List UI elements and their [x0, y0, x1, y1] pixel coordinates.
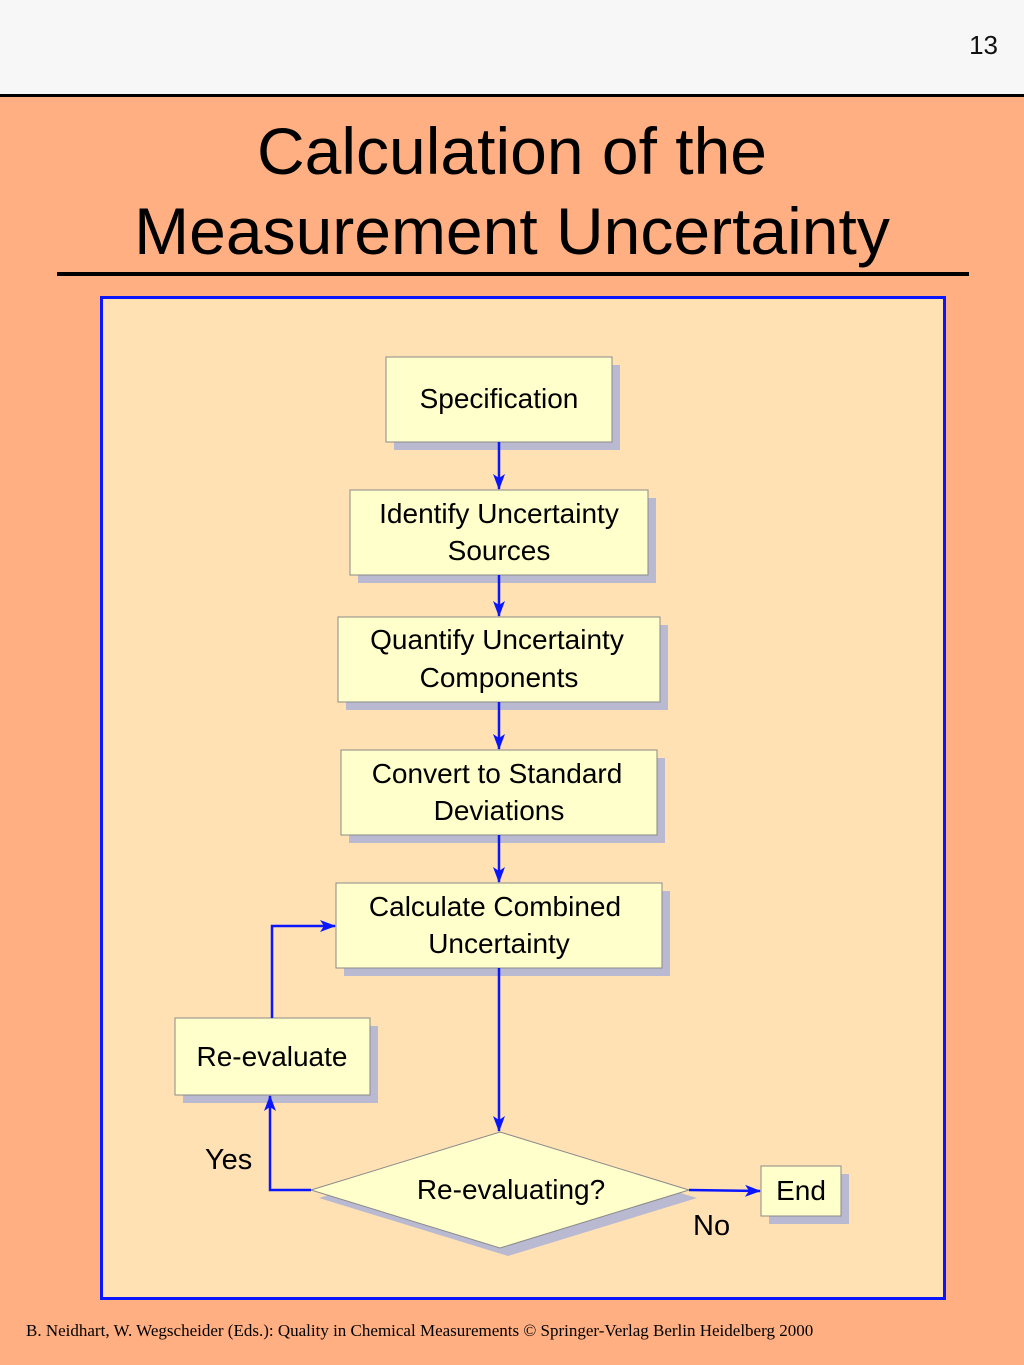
- specification-label: Specification: [420, 383, 579, 414]
- footer-citation: B. Neidhart, W. Wegscheider (Eds.): Qual…: [26, 1321, 814, 1340]
- title-rule: [57, 272, 969, 276]
- slide: Calculation of the Measurement Uncertain…: [0, 94, 1024, 1365]
- arrow-decision-to-reevaluate: [264, 1095, 311, 1192]
- identify-label-line-2: Sources: [448, 535, 551, 566]
- convert-label-line-2: Deviations: [434, 795, 565, 826]
- quantify-box: Quantify Uncertainty Components: [337, 616, 668, 710]
- identify-label-line-1: Identify Uncertainty: [379, 498, 619, 529]
- slide-title: Calculation of the Measurement Uncertain…: [0, 111, 1024, 271]
- no-label: No: [693, 1210, 730, 1242]
- yes-label: Yes: [205, 1144, 252, 1176]
- reevaluate-label: Re-evaluate: [197, 1041, 348, 1072]
- arrow-decision-to-end: [688, 1184, 761, 1197]
- decision-label: Re-evaluating?: [417, 1174, 605, 1205]
- calculate-label-line-2: Uncertainty: [428, 928, 570, 959]
- quantify-label-line-1: Quantify Uncertainty: [370, 624, 624, 655]
- arrow-reevaluate-to-calculate: [270, 920, 336, 1018]
- specification-box: Specification: [385, 356, 620, 450]
- end-box: End: [760, 1165, 849, 1224]
- decision-diamond: Re-evaluating?: [309, 1131, 697, 1256]
- quantify-label-line-2: Components: [420, 662, 579, 693]
- convert-box: Convert to Standard Deviations: [340, 749, 665, 843]
- page-number: 13: [969, 30, 998, 60]
- identify-box: Identify Uncertainty Sources: [349, 489, 656, 583]
- calculate-box: Calculate Combined Uncertainty: [335, 882, 670, 976]
- calculate-label-line-1: Calculate Combined: [369, 891, 621, 922]
- title-line-1: Calculation of the: [257, 114, 767, 188]
- convert-label-line-1: Convert to Standard: [372, 758, 623, 789]
- end-label: End: [776, 1175, 826, 1206]
- title-line-2: Measurement Uncertainty: [134, 194, 890, 268]
- reevaluate-box: Re-evaluate: [174, 1017, 378, 1103]
